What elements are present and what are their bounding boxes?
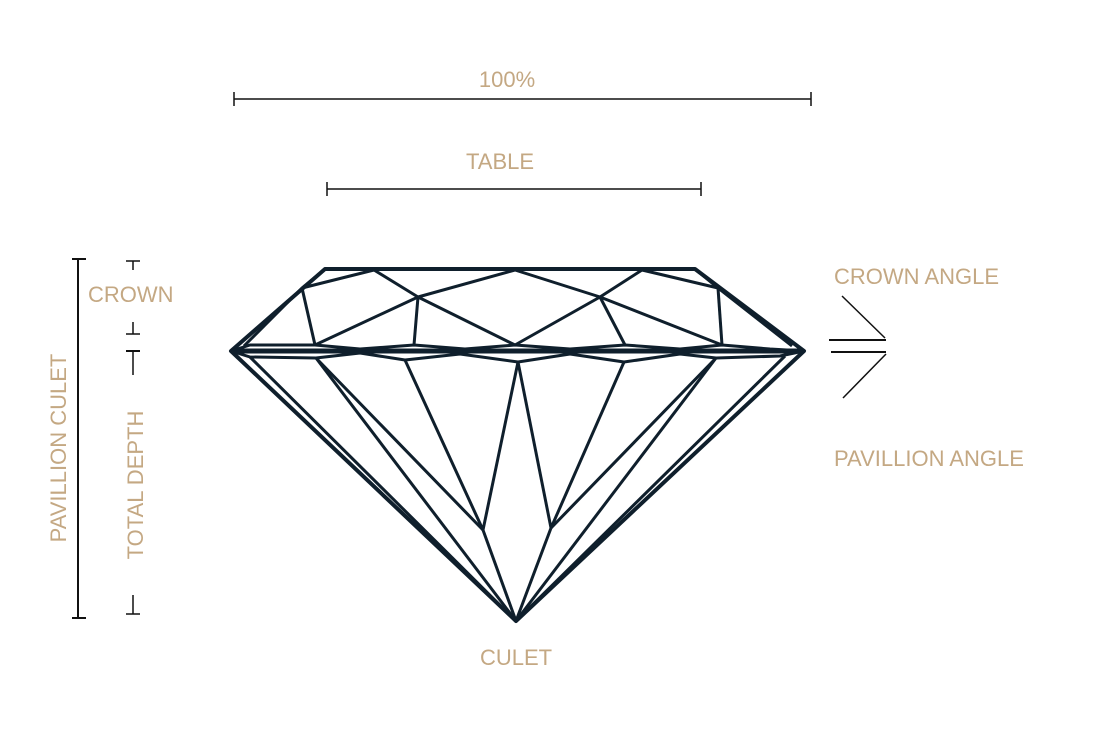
table-dimension-line [326, 182, 702, 196]
crown-star-facets [301, 268, 719, 299]
crown-dimension-line [126, 260, 140, 335]
pavillion-angle-label: PAVILLION ANGLE [834, 446, 1024, 471]
culet-label: CULET [480, 645, 552, 670]
pavillion-culet-label: PAVILLION CULET [46, 354, 71, 543]
full-width-label: 100% [479, 67, 535, 92]
pavillion-angle-indicator [831, 351, 887, 399]
pavilion-facets [248, 354, 787, 623]
diamond-drawing [229, 267, 806, 623]
crown-angle-label: CROWN ANGLE [834, 264, 999, 289]
crown-bezel-facets [242, 267, 793, 348]
crown-angle-indicator [829, 295, 886, 341]
total-depth-dimension-line [126, 350, 140, 615]
crown-label: CROWN [88, 282, 174, 307]
table-label: TABLE [466, 149, 534, 174]
diamond-outline [229, 267, 806, 623]
full-width-dimension-line [233, 92, 812, 106]
total-depth-label: TOTAL DEPTH [123, 411, 148, 560]
pavillion-culet-dimension-line [72, 258, 86, 619]
